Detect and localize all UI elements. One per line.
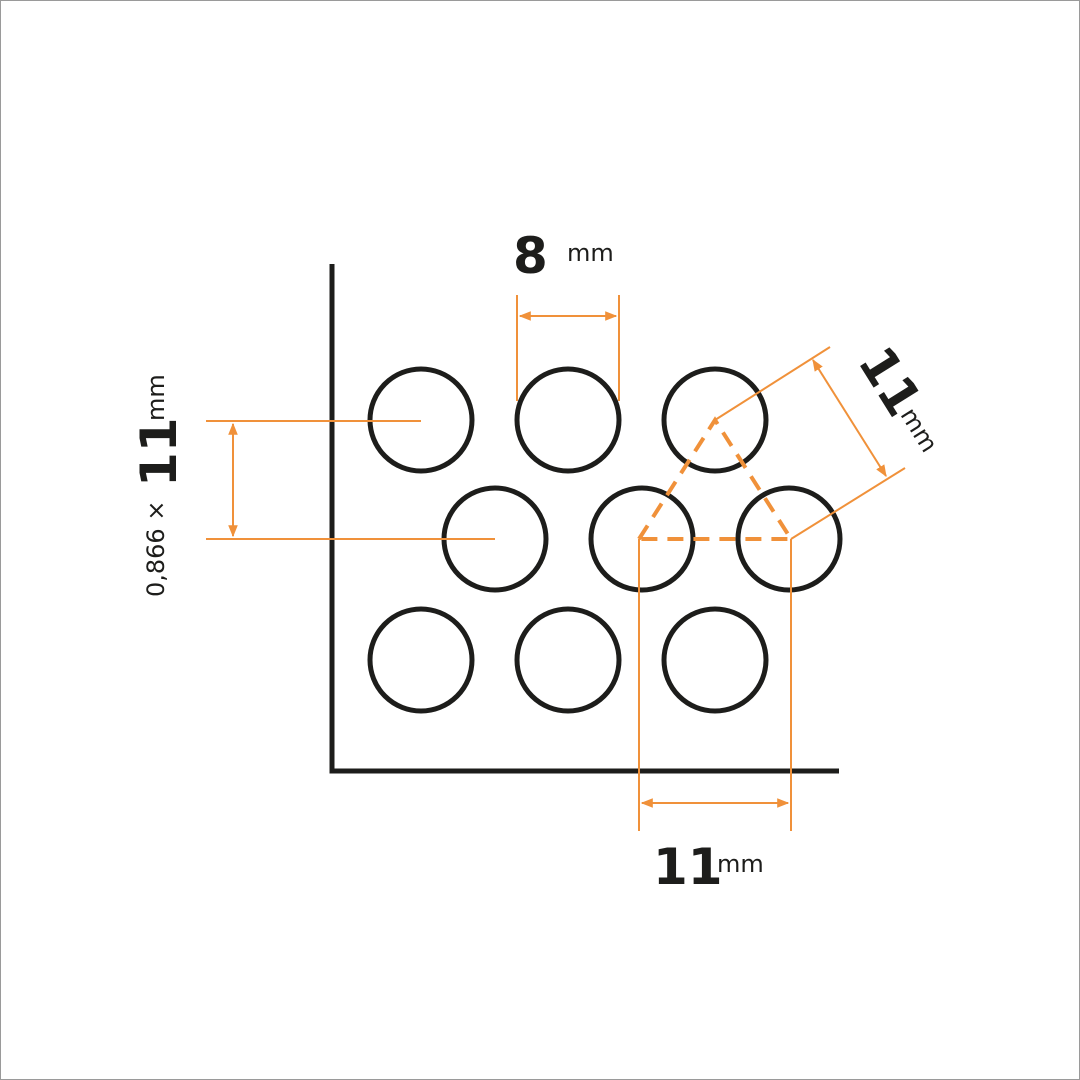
- sheet-edge: [329, 264, 839, 774]
- horizontal-pitch-label: 11 mm: [653, 838, 764, 896]
- row-spacing-unit: mm: [142, 374, 170, 421]
- pitch-triangle: [637, 416, 795, 541]
- hole: [514, 606, 622, 714]
- horizontal-pitch-value: 11: [653, 838, 723, 896]
- horizontal-pitch-dimension: [638, 539, 792, 831]
- hole: [514, 366, 622, 474]
- horizontal-pitch-unit: mm: [717, 850, 764, 878]
- hole-diameter-dimension: [516, 295, 620, 401]
- row-spacing-value: 11: [130, 417, 188, 487]
- row-spacing-label: 0,866 × 11 mm: [130, 374, 188, 597]
- hole: [735, 485, 843, 593]
- hole: [661, 606, 769, 714]
- row-spacing-factor: 0,866 ×: [142, 501, 170, 597]
- hole-diameter-value: 8: [513, 227, 548, 285]
- hole-diameter-label: 8 mm: [513, 227, 614, 285]
- hole-diameter-unit: mm: [567, 239, 614, 267]
- diagonal-pitch-dimension: [714, 346, 906, 540]
- hole: [661, 366, 769, 474]
- hole: [367, 606, 475, 714]
- row-spacing-dimension: [206, 420, 495, 540]
- diagonal-pitch-label: 11 mm: [847, 337, 943, 458]
- hole: [588, 485, 696, 593]
